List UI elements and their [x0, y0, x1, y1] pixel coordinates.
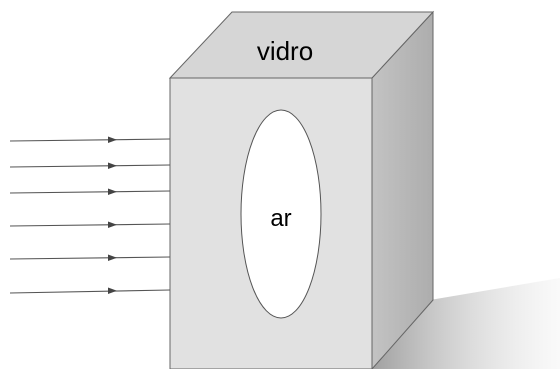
block-shadow [372, 278, 560, 369]
air-cavity [240, 109, 322, 319]
ray-arrowhead [108, 162, 117, 169]
incident-rays [9, 138, 171, 294]
ray-arrowhead [108, 136, 117, 143]
ray-arrowheads [108, 136, 117, 294]
incident-ray [9, 138, 171, 142]
ray-arrowhead [108, 188, 117, 195]
incident-ray [9, 190, 171, 194]
incident-ray [9, 164, 171, 168]
incident-ray [9, 256, 171, 260]
ray-arrowhead [108, 287, 117, 294]
ray-arrowhead [108, 221, 117, 228]
incident-ray [9, 223, 171, 227]
ray-arrowhead [108, 254, 117, 261]
cavity-label: ar [270, 205, 291, 232]
incident-ray [9, 289, 171, 294]
block-label: vidro [257, 36, 313, 66]
